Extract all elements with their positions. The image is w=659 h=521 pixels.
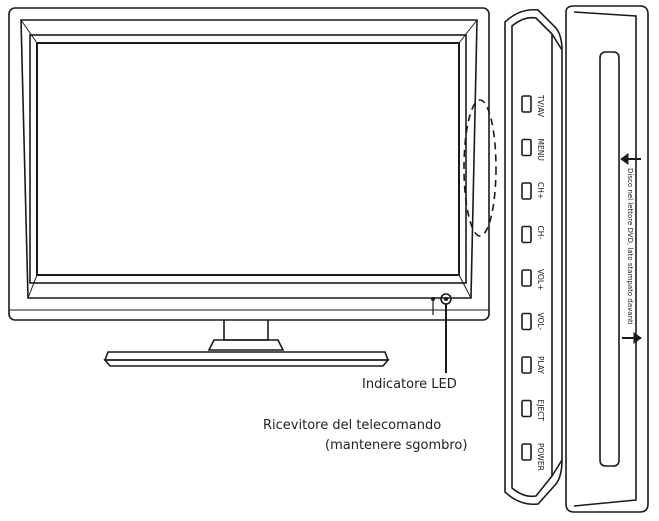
tv-screen — [36, 42, 460, 276]
remote-receiver-note: (mantenere sgombro) — [325, 438, 468, 453]
side-button-label: EJECT — [536, 400, 545, 422]
tv-front-view — [8, 7, 490, 367]
side-button-eject — [521, 399, 532, 418]
side-button-vol- — [521, 312, 532, 331]
side-button-ch- — [521, 225, 532, 244]
side-button-label: VOL+ — [536, 269, 545, 290]
side-button-power — [521, 443, 532, 461]
disc-slot-note: Disco nel lettore DVD, lato stampato dav… — [626, 168, 634, 325]
dvd-side-panel — [565, 5, 649, 513]
side-button-ch- — [521, 182, 532, 200]
side-button-label: TV/AV — [536, 94, 545, 118]
tv-screen-frame — [29, 34, 467, 284]
side-button-tv-av — [521, 95, 532, 113]
side-button-label: POWER — [536, 443, 545, 471]
side-button-label: MENU — [536, 139, 545, 161]
side-button-label: VOL- — [536, 313, 545, 331]
tv-stand-neck — [223, 320, 269, 341]
led-indicator-label: Indicatore LED — [362, 377, 457, 392]
disc-insert-arrows — [620, 153, 642, 344]
remote-receiver-label: Ricevitore del telecomando — [263, 418, 442, 433]
tv-stand-base — [103, 351, 390, 361]
side-button-vol- — [521, 269, 532, 287]
side-button-label: CH+ — [536, 182, 545, 199]
side-button-play — [521, 356, 532, 374]
tv-outer-bezel — [8, 7, 490, 321]
led-indicator-dot — [431, 297, 435, 301]
side-buttons-dashed-callout — [463, 99, 497, 237]
disc-slot — [599, 51, 620, 467]
side-button-menu — [521, 138, 532, 157]
tv-inner-bezel — [20, 19, 478, 299]
side-button-label: PLAY — [536, 356, 545, 374]
tv-side-panel — [504, 8, 563, 506]
side-button-label: CH- — [536, 226, 545, 240]
side-buttons: TV/AV MENU CH+ CH- VOL+ VOL- PLAY EJECT POWER — [521, 94, 545, 471]
